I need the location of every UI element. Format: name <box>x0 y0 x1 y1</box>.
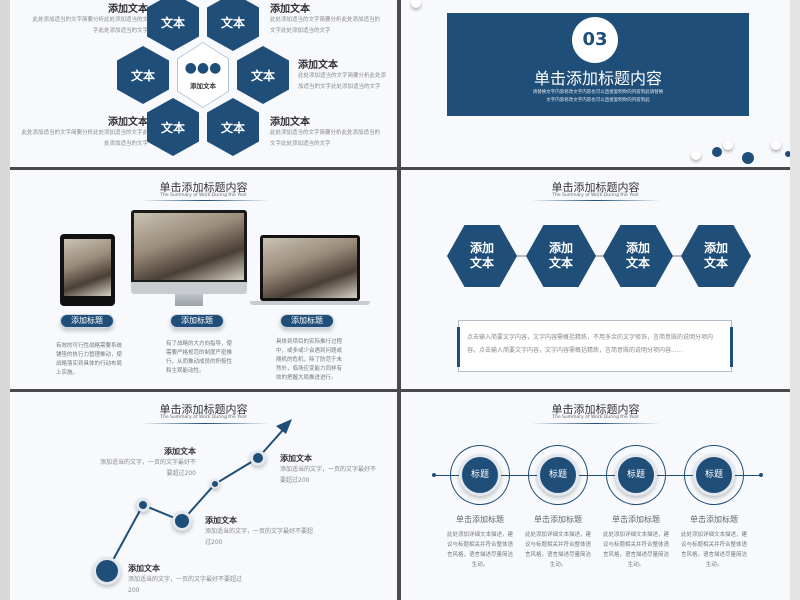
hex-text: 文本 <box>147 98 199 156</box>
text-block: 添加文本此处添加适当的文字简要分析此处添加适当的文字此处添加适当的文字 <box>270 4 381 34</box>
slide-thumbnail-5[interactable]: 单击添加标题内容 The Summary of Work During the … <box>10 392 397 600</box>
step-circle[interactable]: 标题 <box>693 454 735 496</box>
step-text: 此处添加详细文本描述，建议与标题相关并符合整体语言风格，语言描述尽量简洁生动。 <box>525 532 592 568</box>
monitor-image <box>131 210 247 294</box>
text-block: 添加文本此处添加适当的文字简要分析此处添加适当的文字此处添加适当的文字 <box>32 4 148 34</box>
hex-text: 文本 <box>207 0 259 51</box>
text-block: 添加文本添加适当的文字，一页的文字最好不要超过200 <box>205 516 314 546</box>
center-label: 添加文本 <box>190 82 216 90</box>
text-block: 添加文本此处添加适当的文字简要分析此处添加适当的文字此处添加适当的文字 <box>298 60 387 90</box>
milestone-dot <box>172 511 192 531</box>
slide-thumbnail-2[interactable]: 03 单击添加标题内容 请替换文字内容修改文字内容也可以直接复制你的内容到此请替… <box>401 0 790 167</box>
slide-title: 单击添加标题内容 <box>551 403 640 416</box>
step-text: 此处添加详细文本描述，建议与标题相关并符合整体语言风格，语言描述尽量简洁生动。 <box>603 532 670 568</box>
slide-title: 单击添加标题内容 <box>551 181 640 194</box>
text-block: 添加文本此处添加适当的文字简要分析此处添加适当的文字此处添加适当的文字 <box>21 117 148 147</box>
milestone-dot <box>136 498 150 512</box>
slide-thumbnail-1[interactable]: 文本 文本 文本 文本 文本 文本 ●●● 添加文本 添加文本此处添加适当的文字… <box>10 0 397 167</box>
step-heading: 单击添加标题 <box>456 515 504 524</box>
hex-step: 添加 文本 <box>526 225 596 287</box>
text-block: 添加文本添加适当的文字，一页的文字最好不要超过200 <box>128 564 243 594</box>
slide-thumbnail-3[interactable]: 单击添加标题内容 The Summary of Work During the … <box>10 170 397 389</box>
card-title-pill[interactable]: 添加标题 <box>170 314 224 328</box>
decor-dot <box>691 150 701 160</box>
slide-subtitle: The Summary of Work During the Year <box>552 193 639 198</box>
card-title-pill[interactable]: 添加标题 <box>60 314 114 328</box>
hex-step: 添加 文本 <box>447 225 517 287</box>
step-heading: 单击添加标题 <box>612 515 660 524</box>
decor-dot <box>723 140 733 150</box>
milestone-dot <box>93 557 121 585</box>
text-block: 添加文本此处添加适当的文字简要分析此处添加适当的文字此处添加适当的文字 <box>270 117 381 147</box>
decor-dot <box>411 0 421 8</box>
card-title-pill[interactable]: 添加标题 <box>280 314 334 328</box>
step-heading: 单击添加标题 <box>534 515 582 524</box>
text-block: 添加文本添加适当的文字，一页的文字最好不要超过200 <box>99 447 196 477</box>
section-subtitle: 请替换文字内容修改文字内容也可以直接复制你的内容到此请替换文字内容修改文字内容也… <box>532 90 664 103</box>
hex-step: 添加 文本 <box>681 225 751 287</box>
description-box: 点击输入简要文字内容，文字内容需概括精炼，不用多余的文字修饰，言简意赅的说明分项… <box>457 320 733 372</box>
milestone-dot <box>210 479 220 489</box>
slide-title: 单击添加标题内容 <box>159 181 248 194</box>
slide-subtitle: The Summary of Work During the Year <box>552 415 639 420</box>
arrow-head-icon <box>276 419 292 434</box>
milestone-dot <box>250 450 266 466</box>
decor-dot <box>742 152 754 164</box>
decor-dot <box>771 140 781 150</box>
tablet-image <box>60 234 115 306</box>
title-banner: 03 单击添加标题内容 请替换文字内容修改文字内容也可以直接复制你的内容到此请替… <box>447 13 749 116</box>
slide-title: 单击添加标题内容 <box>159 403 248 416</box>
hex-step: 添加 文本 <box>603 225 673 287</box>
card-text: 具体到项目的实际推行过程中，或多或少会遇到问题或随机的危机，除了防范于未然外，临… <box>276 339 343 381</box>
section-title: 单击添加标题内容 <box>533 69 662 88</box>
laptop-image <box>260 235 360 301</box>
section-number-badge: 03 <box>572 17 618 63</box>
step-circle[interactable]: 标题 <box>615 454 657 496</box>
text-block: 添加文本添加适当的文字，一页的文字最好不要超过200 <box>280 454 377 484</box>
decor-dot <box>712 147 722 157</box>
center-hex: ●●● 添加文本 <box>177 42 229 108</box>
step-text: 此处添加详细文本描述，建议与标题相关并符合整体语言风格，语言描述尽量简洁生动。 <box>447 532 514 568</box>
hex-text: 文本 <box>147 0 199 51</box>
step-text: 此处添加详细文本描述，建议与标题相关并符合整体语言风格，语言描述尽量简洁生动。 <box>681 532 748 568</box>
card-text: 有效的可行性战略需要系统铺垫的执行力管理推动，使战略落实到具体的行动布局上实施。 <box>56 343 123 376</box>
hex-text: 文本 <box>117 46 169 104</box>
hex-text: 文本 <box>237 46 289 104</box>
card-text: 有了战略的大方向指导，使需要严格规范的制度严密推行，从而推动成员的积极性和主观能… <box>166 341 233 374</box>
step-circle[interactable]: 标题 <box>537 454 579 496</box>
decor-dot <box>785 151 790 157</box>
team-people-icon: ●●● <box>184 60 222 76</box>
slide-thumbnail-6[interactable]: 单击添加标题内容 The Summary of Work During the … <box>401 392 790 600</box>
hex-text: 文本 <box>207 98 259 156</box>
step-circle[interactable]: 标题 <box>459 454 501 496</box>
slide-subtitle: The Summary of Work During the Year <box>160 415 247 420</box>
slide-thumbnail-4[interactable]: 单击添加标题内容 The Summary of Work During the … <box>401 170 790 389</box>
step-heading: 单击添加标题 <box>690 515 738 524</box>
slide-subtitle: The Summary of Work During the Year <box>160 193 247 198</box>
